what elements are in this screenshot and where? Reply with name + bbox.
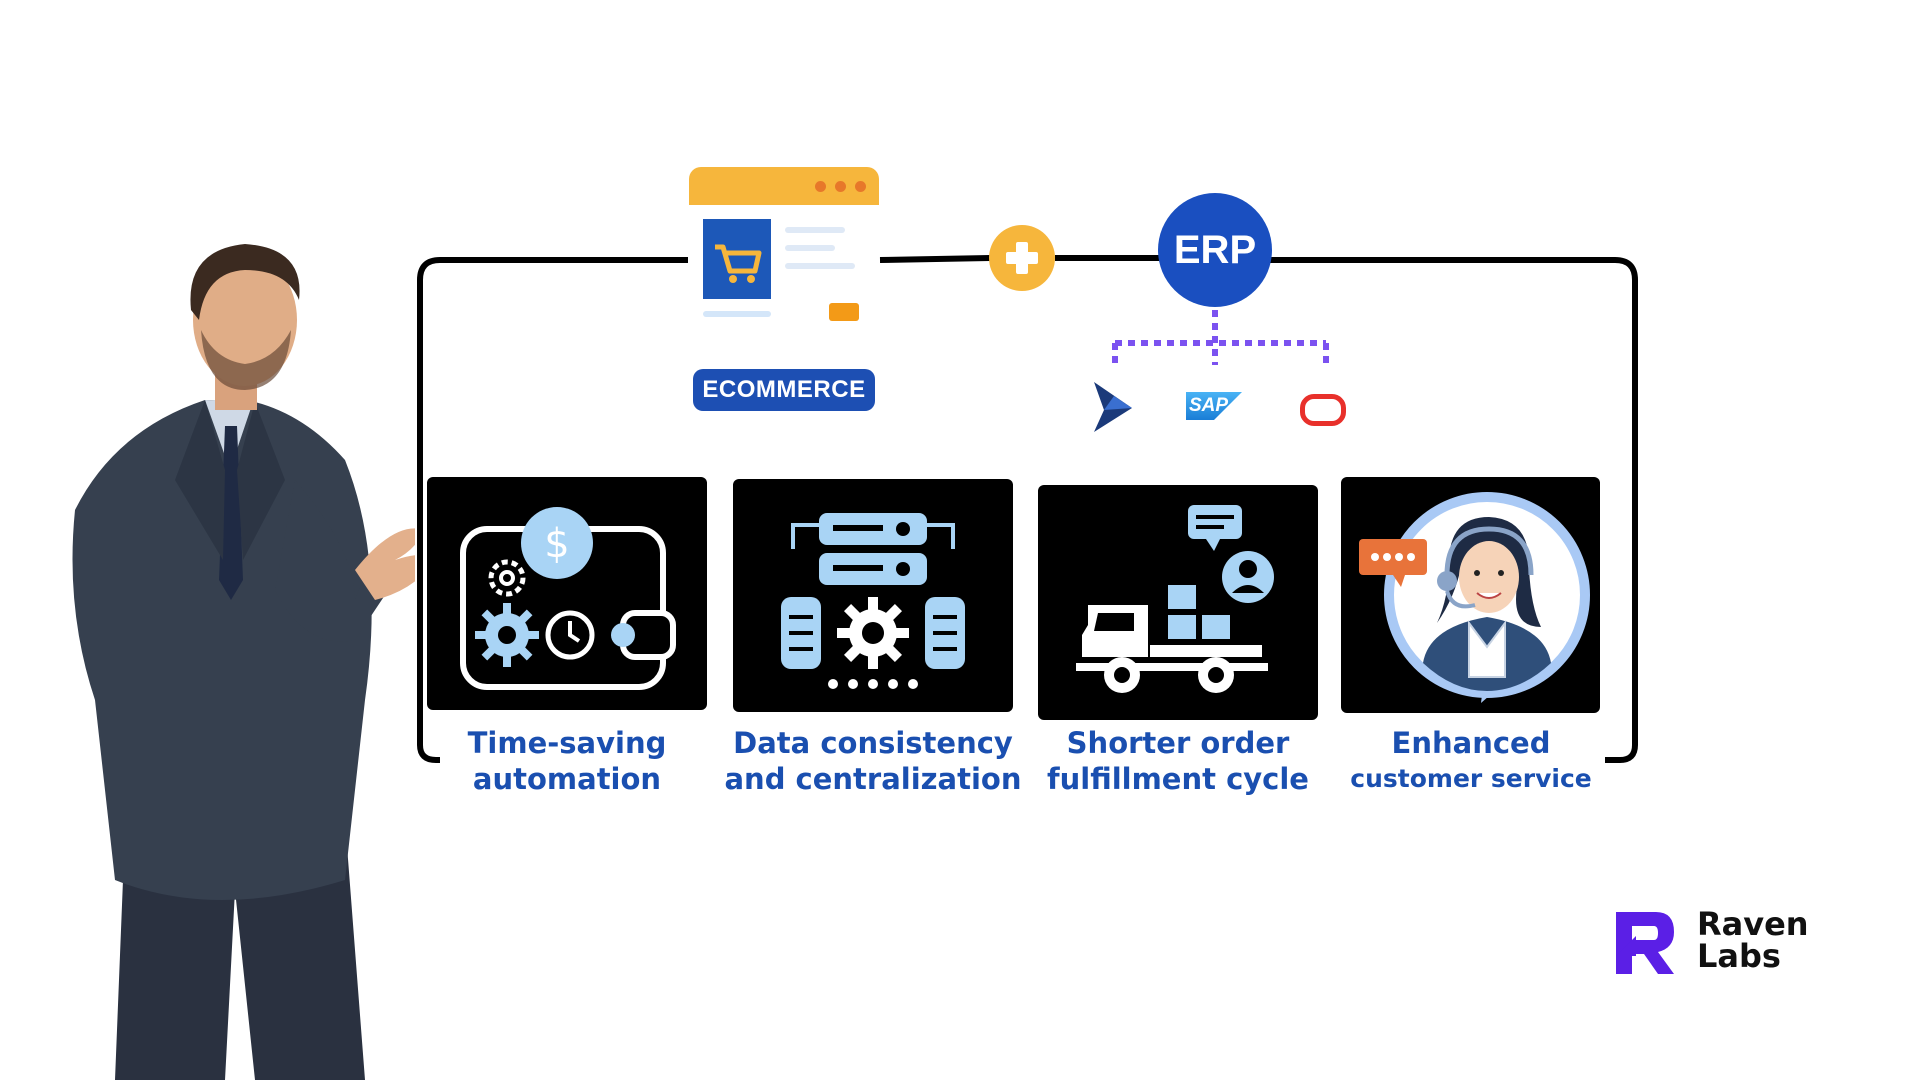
ecommerce-browser-icon [689, 167, 879, 327]
svg-text:$: $ [544, 521, 569, 567]
ecommerce-badge: ECOMMERCE [693, 369, 875, 411]
erp-connector-tree [1112, 310, 1329, 368]
caption-line: Data consistency [733, 726, 1013, 760]
cart-action-button [829, 303, 859, 321]
logo-line: Raven [1697, 905, 1809, 943]
caption-line: Enhanced [1391, 726, 1551, 760]
browser-body [689, 205, 879, 327]
delivery-truck-icon [1076, 505, 1274, 693]
caption-line: customer service [1350, 764, 1592, 793]
benefit-caption-data: Data consistency and centralization [723, 725, 1023, 797]
browser-dot [815, 181, 826, 192]
logo-line: Labs [1697, 937, 1781, 975]
database-server-gear-icon [781, 513, 965, 689]
customer-support-agent-icon [1359, 492, 1590, 703]
browser-title-bar [689, 167, 879, 205]
benefit-card-automation: $ [427, 477, 707, 710]
shopping-cart-icon [703, 219, 771, 299]
placeholder-line [703, 311, 771, 317]
plus-icon [989, 225, 1055, 291]
browser-dot [835, 181, 846, 192]
placeholder-line [785, 227, 845, 233]
caption-line: and centralization [724, 762, 1022, 796]
caption-line: Time-saving [467, 726, 667, 760]
benefit-card-fulfillment [1038, 485, 1318, 720]
caption-line: automation [472, 762, 662, 796]
presenter-person-illustration [72, 244, 415, 1080]
dynamics-logo-icon [1094, 382, 1132, 432]
raven-labs-logo-icon [1616, 912, 1674, 974]
browser-dot [855, 181, 866, 192]
automation-wallet-gears-icon: $ [460, 507, 676, 690]
erp-circle: ERP [1158, 193, 1272, 307]
raven-labs-wordmark: Raven Labs [1697, 908, 1809, 972]
sap-logo-text: SAP [1189, 395, 1229, 416]
benefit-caption-customer-service: Enhanced customer service [1331, 725, 1611, 797]
placeholder-line [785, 263, 855, 269]
caption-line: fulfillment cycle [1047, 762, 1309, 796]
caption-line: Shorter order [1066, 726, 1290, 760]
oracle-logo-icon [1300, 394, 1346, 426]
benefit-caption-fulfillment: Shorter order fulfillment cycle [1028, 725, 1328, 797]
benefit-card-data [733, 479, 1013, 712]
benefit-caption-automation: Time-saving automation [417, 725, 717, 797]
sap-logo-icon: SAP [1186, 392, 1242, 420]
placeholder-line [785, 245, 835, 251]
benefit-card-customer-service [1341, 477, 1600, 713]
